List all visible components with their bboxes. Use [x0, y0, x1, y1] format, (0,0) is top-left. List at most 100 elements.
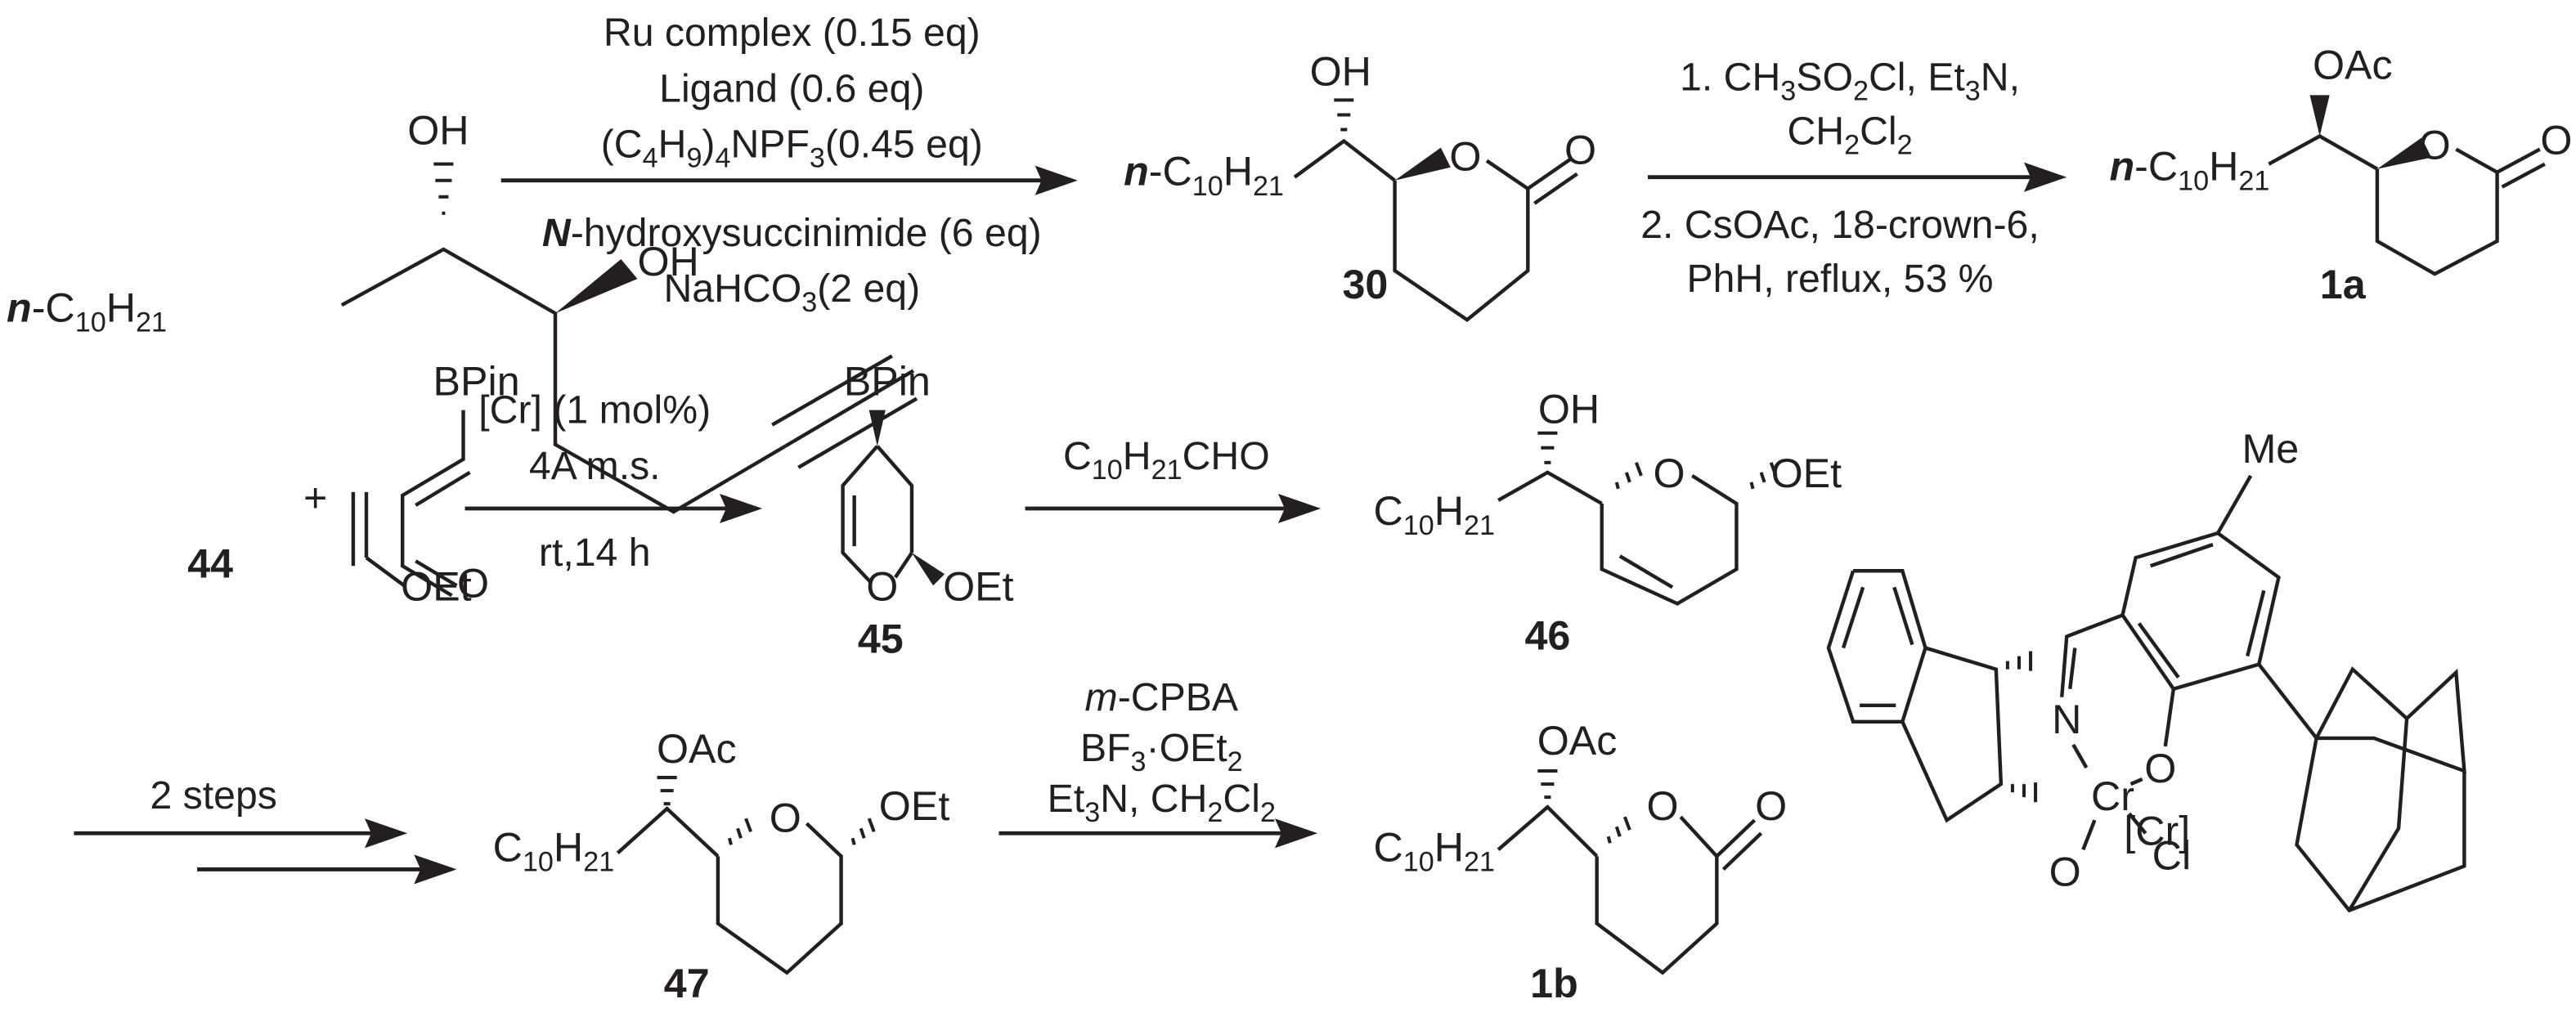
double-bond — [415, 559, 458, 588]
ring-oxygen: O — [2419, 123, 2451, 168]
acetate-label: OAc — [2313, 42, 2393, 87]
alkyl-chain-label: C10H21 — [493, 824, 615, 877]
side-chain-bond — [1497, 804, 1599, 858]
compound-45: BPin O OEt 45 — [841, 359, 1014, 662]
compound-30: n-C10H21 OH O O 30 — [1124, 48, 1596, 323]
carbon-backbone — [340, 247, 787, 514]
side-chain-bond — [1293, 138, 1396, 182]
hashed-bond — [2005, 651, 2033, 671]
wedge-bond — [911, 553, 945, 586]
aromatic-double-bond — [1892, 586, 1914, 646]
catalyst-cr-complex: Me N O Cr Cl O — [1826, 426, 2466, 913]
ether-bond — [365, 556, 406, 588]
ring-oxygen: O — [1647, 783, 1679, 829]
conditions-step-3: [Cr] (1 mol%) 4A m.s. rt,14 h — [478, 388, 711, 576]
conditions-step-2: 1. CH3SO2Cl, Et3N, CH2Cl2 2. CsOAc, 18-c… — [1640, 55, 2040, 301]
plus-sign: + — [303, 475, 327, 521]
alkyl-chain-label: C10H21 — [1373, 488, 1495, 541]
double-bond — [1618, 554, 1674, 589]
condition-line: PhH, reflux, 53 % — [1686, 257, 1993, 301]
compound-label: 45 — [858, 616, 904, 662]
reaction-arrow-1-line — [500, 165, 1078, 195]
adamantyl-cage — [2295, 737, 2466, 913]
side-chain-bond — [2268, 134, 2379, 171]
adamantyl-cage — [2347, 718, 2409, 912]
ethoxy-label: OEt — [401, 563, 472, 609]
hashed-bond — [850, 818, 876, 845]
compound-label: 44 — [187, 540, 233, 586]
compound-label: 1a — [2320, 262, 2367, 307]
hashed-bond — [1537, 769, 1558, 800]
condition-line: rt,14 h — [539, 531, 651, 575]
imine-nitrogen: N — [2052, 697, 2081, 742]
condition-line: 1. CH3SO2Cl, Et3N, — [1680, 55, 2020, 106]
hashed-bond — [1606, 816, 1631, 844]
adamantyl-cage — [2314, 666, 2466, 774]
enal-backbone — [400, 410, 465, 598]
aromatic-double-bond — [2246, 589, 2266, 657]
hashed-bond — [1749, 462, 1778, 490]
compound-1a: n-C10H21 OAc O O 1a — [2109, 42, 2572, 307]
alkoxide-oxygen: O — [2049, 849, 2081, 895]
indane-five-ring — [1901, 646, 2004, 823]
condition-line: 4A m.s. — [529, 444, 661, 488]
carbonyl-bond — [1715, 818, 1757, 858]
conditions-step-1: Ru complex (0.15 eq) Ligand (0.6 eq) (C4… — [542, 11, 1042, 318]
compound-46: C10H21 OH O OEt 46 — [1373, 387, 1842, 659]
o-cr-bond — [2129, 777, 2143, 786]
hydroxyl-label: OH — [1538, 387, 1600, 432]
compound-label: 46 — [1524, 613, 1570, 659]
wedge-bond — [2376, 137, 2432, 169]
conditions-step-6: m-CPBA BF3·OEt2 Et3N, CH2Cl2 — [1048, 675, 1276, 828]
reaction-arrow-4 — [1025, 493, 1322, 524]
alkyl-chain-label: n-C10H21 — [1124, 149, 1284, 202]
chromium-label: Cr — [2091, 773, 2134, 819]
ring-oxygen: O — [1449, 134, 1481, 180]
reaction-arrow-6 — [999, 818, 1318, 849]
chloride-label: Cl — [2152, 832, 2191, 878]
carbonyl-bond — [1721, 831, 1763, 871]
acetate-label: OAc — [1537, 718, 1618, 764]
adamantyl-bond — [2257, 663, 2318, 740]
hashed-bond — [657, 776, 677, 806]
lactone-ring — [1393, 159, 1530, 323]
alkyl-chain-label: C10H21 — [1373, 824, 1495, 877]
ring-bond — [876, 445, 914, 553]
phenoxide-bond — [2163, 688, 2176, 747]
condition-line: m-CPBA — [1085, 675, 1239, 719]
carbonyl-bond — [2501, 162, 2546, 189]
conditions-step-5: 2 steps — [150, 773, 276, 818]
wedge-bond — [555, 259, 638, 314]
ethoxy-label: OEt — [1771, 450, 1842, 496]
wedge-bond — [868, 410, 886, 446]
compound-label: 30 — [1342, 262, 1388, 307]
conditions-step-4: C10H21CHO — [1063, 434, 1270, 486]
condition-line: BF3·OEt2 — [1080, 726, 1243, 777]
hydroxyl-label: OH — [407, 108, 469, 154]
hashed-bond — [1334, 98, 1354, 132]
hydroxyl-label: OH — [1310, 48, 1371, 94]
tetrahydropyran-ring — [716, 822, 843, 975]
wedge-bond — [2309, 95, 2330, 137]
aldehyde-oxygen: O — [457, 560, 489, 606]
compound-boryl-enal: BPin O — [400, 359, 520, 606]
aromatic-double-bond — [2137, 622, 2180, 679]
compound-label: 1b — [1530, 961, 1578, 1006]
hashed-bond — [433, 162, 454, 215]
carbonyl-oxygen: O — [1755, 783, 1787, 829]
wedge-bond — [1394, 147, 1451, 181]
bpin-label: BPin — [433, 359, 520, 405]
cr-o-bond — [2081, 819, 2097, 851]
hashed-bond — [1537, 431, 1558, 464]
catalyst-label: [Cr] — [2124, 808, 2190, 853]
methyl-label: Me — [2242, 426, 2299, 472]
lactone-ring — [1595, 815, 1719, 975]
side-chain-bond — [1497, 470, 1603, 505]
reaction-arrow-3 — [464, 493, 763, 524]
carbonyl-bond — [1527, 157, 1572, 190]
hydroxyl-label: OH — [637, 239, 698, 284]
carbonyl-oxygen: O — [1564, 128, 1596, 173]
aromatic-double-bond — [1841, 586, 1865, 649]
alkyl-chain-label: n-C10H21 — [7, 284, 167, 338]
